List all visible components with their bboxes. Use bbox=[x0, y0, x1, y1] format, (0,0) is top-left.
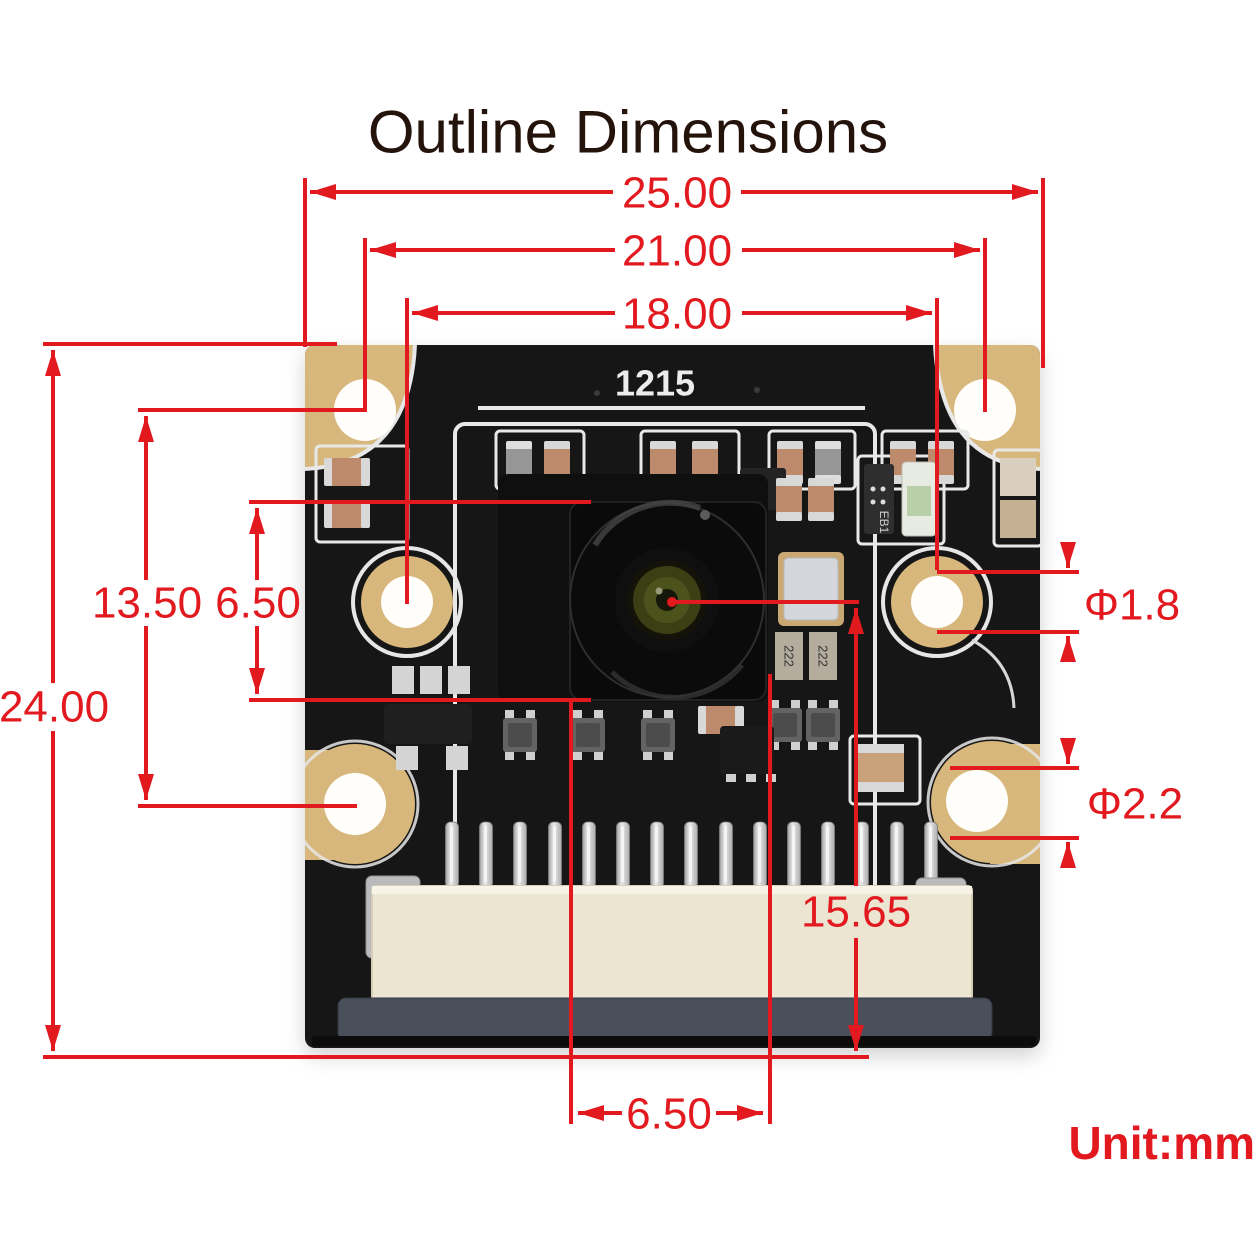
silkscreen-trace bbox=[971, 638, 1016, 709]
dim-mid-hole-pitch bbox=[405, 298, 939, 604]
unit-label: Unit:mm bbox=[1068, 1117, 1255, 1169]
dim-board-width bbox=[303, 178, 1045, 368]
hole-mid-right bbox=[911, 576, 963, 628]
label-mid-hole-pitch: 18.00 bbox=[622, 290, 732, 339]
svg-text:222: 222 bbox=[782, 645, 797, 667]
smd-components: EB1 222 222 bbox=[324, 441, 1036, 792]
dim-board-height bbox=[43, 342, 869, 1059]
page-title: Outline Dimensions bbox=[368, 99, 888, 166]
ffc-pins bbox=[445, 821, 938, 889]
transistor bbox=[384, 666, 472, 770]
camera-module-board: 1215 EB1 bbox=[305, 345, 1044, 1048]
label-lens-height: 6.50 bbox=[215, 579, 301, 628]
dimension-labels: 25.00 21.00 18.00 24.00 13.50 6.50 Φ1.8 … bbox=[0, 169, 1183, 1139]
svg-text:222: 222 bbox=[816, 645, 831, 667]
label-corner-hole-diameter: Φ2.2 bbox=[1087, 780, 1183, 829]
label-board-width: 25.00 bbox=[622, 169, 732, 218]
dimension-annotations bbox=[43, 178, 1079, 1124]
ffc-connector bbox=[312, 821, 1036, 1046]
label-hole-pitch-vertical: 13.50 bbox=[92, 579, 202, 628]
dim-hole-pitch-horizontal bbox=[363, 238, 987, 412]
dim-mid-hole-diameter bbox=[937, 542, 1079, 662]
label-lens-center-to-bottom: 15.65 bbox=[801, 888, 911, 937]
dim-corner-hole-diameter bbox=[950, 738, 1079, 868]
pcb-marking: 1215 bbox=[615, 363, 695, 404]
label-hole-pitch-horizontal: 21.00 bbox=[622, 227, 732, 276]
dim-hole-pitch-vertical bbox=[138, 408, 367, 808]
label-lens-width: 6.50 bbox=[626, 1090, 712, 1139]
ic-eb1 bbox=[864, 464, 894, 534]
cap-222-pair: 222 222 bbox=[775, 632, 837, 680]
dim-lens-center-to-bottom bbox=[667, 597, 864, 1051]
ic-marking: EB1 bbox=[877, 511, 891, 534]
label-board-height: 24.00 bbox=[0, 683, 109, 732]
camera-lens-assembly bbox=[498, 474, 768, 702]
dim-lens-height bbox=[249, 500, 591, 702]
hole-bottom-right bbox=[946, 770, 1008, 832]
dim-lens-width bbox=[569, 674, 772, 1124]
label-mid-hole-diameter: Φ1.8 bbox=[1084, 581, 1180, 630]
connector-latch bbox=[337, 997, 993, 1041]
